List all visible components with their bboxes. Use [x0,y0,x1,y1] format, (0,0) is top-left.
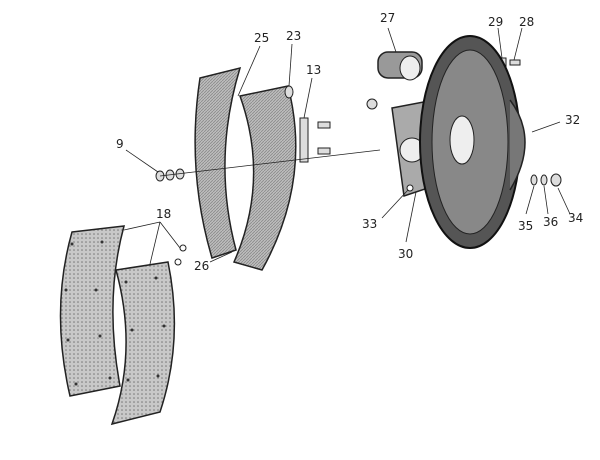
label-30: 30 [398,247,414,261]
label-33: 33 [362,217,378,231]
label-28: 28 [519,15,535,29]
label-9: 9 [116,137,124,151]
label-35: 35 [518,219,534,233]
rivet [179,244,187,252]
leader-lines [123,27,571,265]
label-26: 26 [194,259,210,273]
brake-shoe-drum [232,85,297,271]
label-18: 18 [156,207,172,221]
brake-lining-right [110,261,176,426]
rivet [174,258,182,266]
label-27: 27 [380,11,396,25]
small-parts [155,57,562,187]
label-25: 25 [254,31,270,45]
label-34: 34 [568,211,584,225]
label-29: 29 [488,15,504,29]
brake-lining-left [59,225,126,397]
label-13: 13 [306,63,322,77]
label-36: 36 [543,215,559,229]
wheel-cylinder [377,51,423,81]
label-23: 23 [286,29,302,43]
backing-plate [419,35,526,249]
label-32: 32 [565,113,581,127]
brake-shoe-inner [194,66,242,259]
